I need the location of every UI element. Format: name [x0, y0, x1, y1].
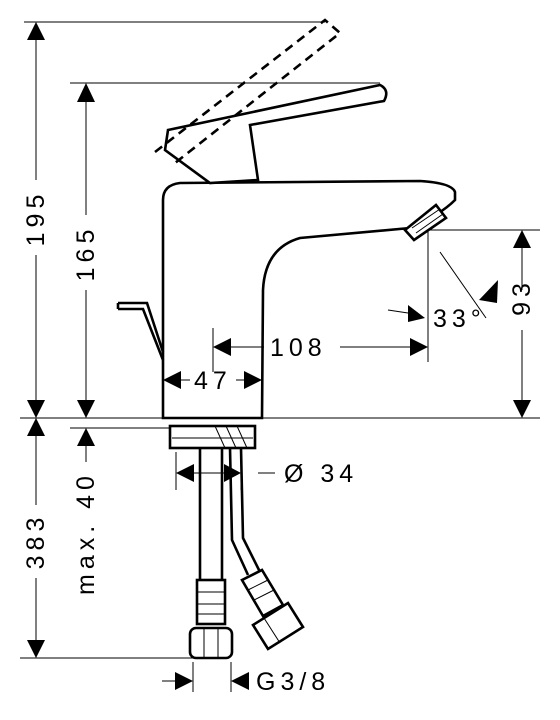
lever-handle: [163, 83, 388, 185]
lever-handle-open-position: [154, 18, 343, 165]
dimension-diameter-34-label: Ø 34: [284, 460, 358, 488]
dimension-47-label: 47: [194, 367, 232, 395]
dimension-arrows: [27, 22, 531, 690]
faucet-body: [161, 179, 457, 420]
dimension-33-angle-label: 33°: [433, 305, 486, 333]
dimension-383-label: 383: [22, 513, 50, 570]
dimension-lines: [20, 21, 540, 692]
supply-hoses: [188, 447, 305, 660]
dimension-165-label: 165: [72, 225, 100, 282]
dimension-195-label: 195: [22, 190, 50, 247]
dimension-108-label: 108: [270, 334, 327, 362]
dimension-g38-label: G3/8: [256, 668, 330, 696]
pop-up-rod: [116, 301, 165, 361]
mounting-base: [168, 424, 257, 450]
dimension-max-40-label: max. 40: [72, 471, 100, 595]
dimension-93-label: 93: [508, 278, 536, 316]
